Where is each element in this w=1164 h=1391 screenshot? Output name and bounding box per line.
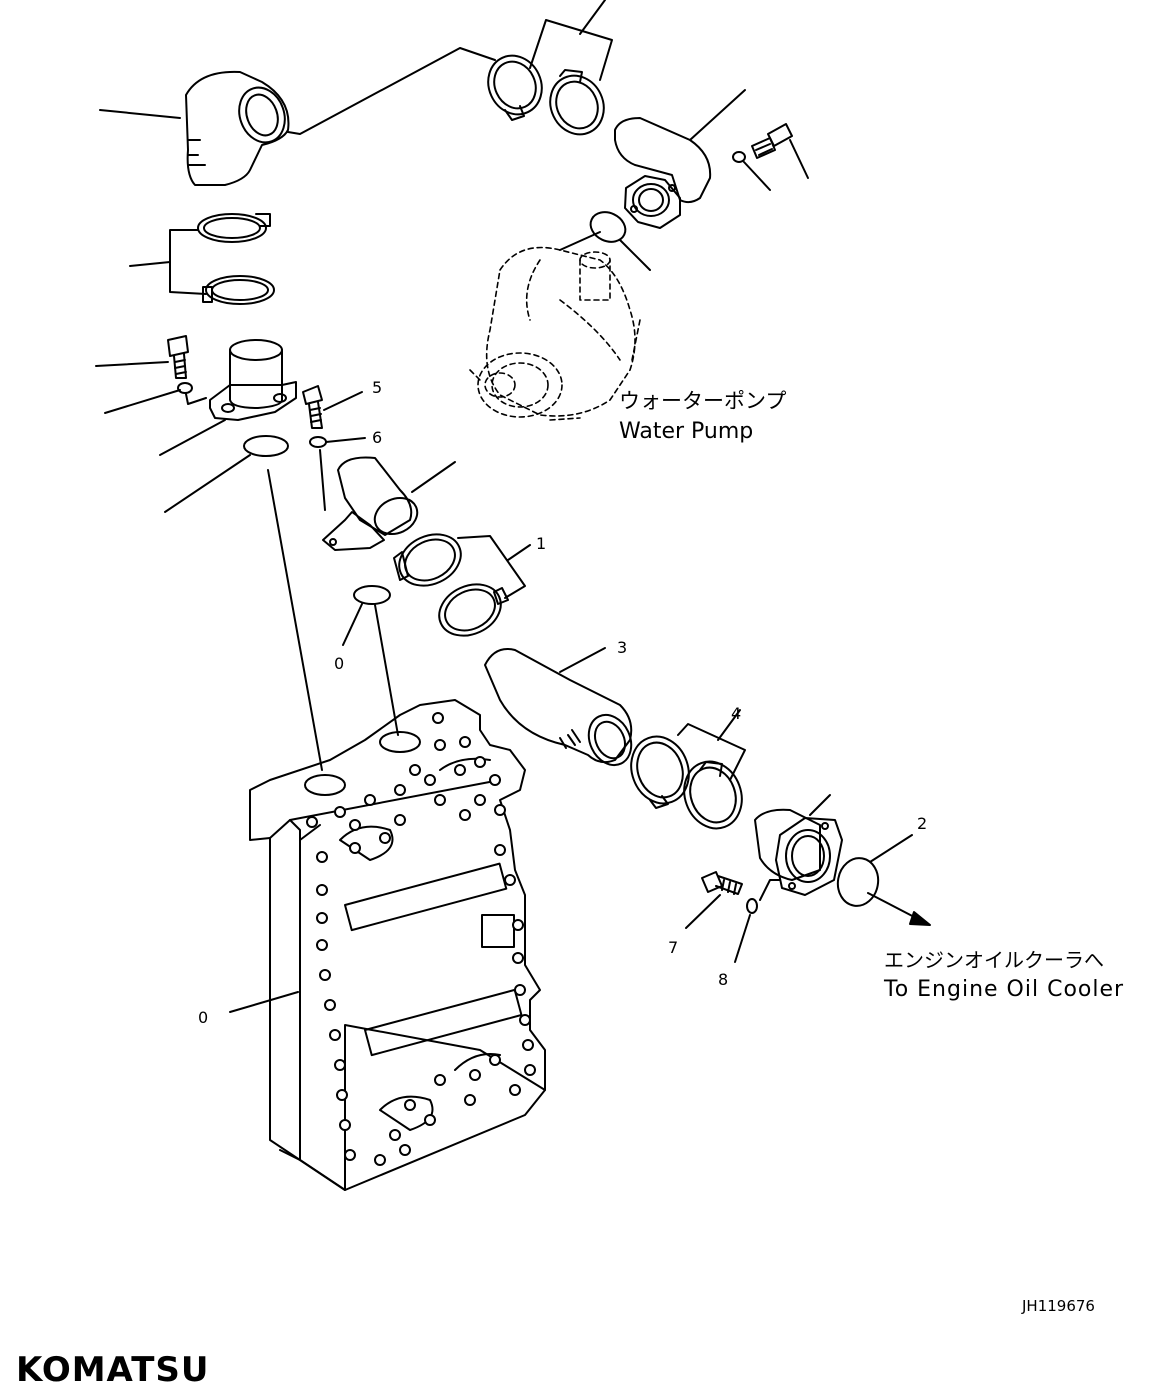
washer	[177, 382, 193, 394]
leader-line	[619, 239, 651, 271]
leader-line	[323, 391, 363, 411]
leader-line	[789, 139, 809, 179]
hose-upper-right	[614, 117, 712, 229]
hose-lower-long	[484, 648, 633, 767]
washer	[746, 898, 758, 914]
leader-line	[159, 419, 226, 456]
leader-line	[743, 161, 771, 191]
leader-line	[529, 0, 613, 81]
part-number-5: 5	[372, 378, 383, 397]
part-number-6: 6	[372, 428, 383, 447]
komatsu-logo: KOMATSU	[16, 1350, 210, 1390]
leader-line	[95, 361, 169, 367]
drawing-code: JH119676	[1022, 1297, 1095, 1315]
part-number-7: 7	[668, 938, 679, 957]
leader-line	[759, 879, 781, 901]
bolt-center	[302, 385, 323, 429]
leader-line	[411, 461, 456, 493]
o-ring-upper	[589, 211, 627, 243]
leader-line	[104, 389, 207, 414]
leader-line	[229, 991, 299, 1013]
part-number-1: 1	[536, 534, 547, 553]
leader-line	[287, 47, 496, 135]
water-pump-label-jp: ウォーターポンプ	[619, 389, 787, 413]
o-ring-center	[353, 585, 391, 605]
oil-cooler-label-jp: エンジンオイルクーラへ	[884, 948, 1104, 972]
leader-line	[457, 535, 531, 599]
leader-line	[559, 647, 606, 673]
bolt-lower	[701, 871, 743, 895]
flanged-elbow-center	[322, 456, 419, 551]
leader-line	[677, 709, 746, 781]
leader-line	[99, 109, 181, 119]
flow-arrow-head	[909, 911, 931, 926]
hose-clamp-pair-left	[197, 213, 275, 305]
oil-cooler-label-en: To Engine Oil Cooler	[884, 977, 1125, 1002]
part-number-4: 4	[731, 704, 742, 723]
part-number-2: 2	[917, 814, 928, 833]
oil-cooler-block	[249, 699, 546, 1191]
leader-line	[129, 229, 207, 295]
part-number-0-upper: 0	[334, 654, 345, 673]
leader-line	[734, 914, 751, 963]
o-ring-left	[243, 435, 289, 457]
leader-line	[164, 454, 251, 513]
o-ring-lower-right	[836, 857, 880, 907]
leader-line	[689, 89, 746, 141]
leader-line	[325, 437, 366, 443]
part-number-0-lower: 0	[198, 1008, 209, 1027]
leader-line	[809, 794, 831, 816]
leader-line	[319, 449, 326, 511]
part-number-8: 8	[718, 970, 729, 989]
flanged-pipe-left	[209, 339, 297, 421]
bolt-top-right	[751, 123, 793, 159]
washer	[732, 151, 746, 163]
washer	[309, 436, 327, 448]
hose-clamp-pair-center	[393, 533, 509, 637]
hose-clamp-pair-top	[487, 54, 605, 136]
elbow-hose-top	[185, 70, 290, 186]
leader-line	[342, 603, 363, 646]
flanged-pipe-lower-right	[754, 808, 843, 896]
leader-line	[685, 894, 721, 929]
water-pump	[469, 246, 641, 421]
leader-line	[267, 469, 323, 771]
flow-arrow	[867, 892, 921, 921]
bolt-left	[167, 335, 189, 379]
leader-line	[559, 231, 601, 251]
water-pump-label-en: Water Pump	[619, 419, 754, 444]
part-number-3: 3	[617, 638, 628, 657]
cooler-bolts	[306, 712, 536, 1166]
leader-line	[869, 834, 913, 863]
leader-line	[374, 604, 399, 736]
hose-clamp-pair-lower	[630, 735, 743, 830]
